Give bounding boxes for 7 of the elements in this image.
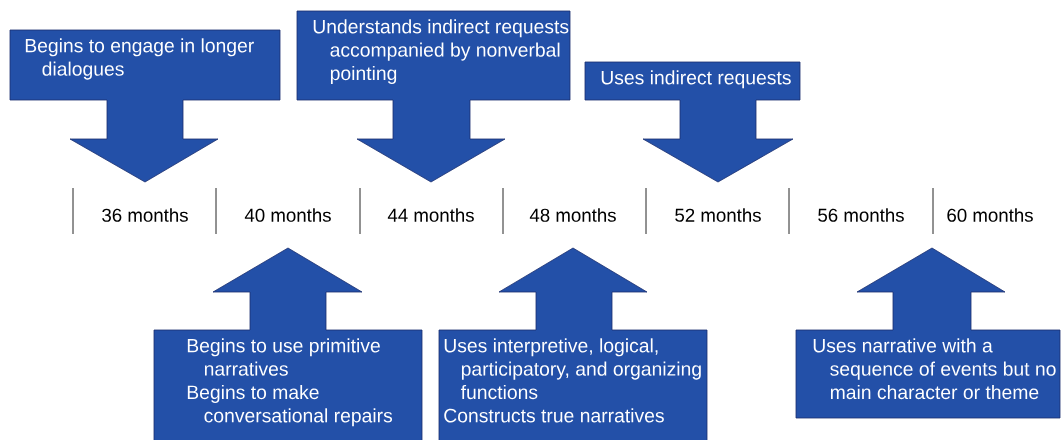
month-label: 36 months — [102, 208, 188, 222]
month-label: 56 months — [818, 208, 904, 222]
month-label: 52 months — [675, 208, 761, 222]
month-label: 60 months — [947, 208, 1033, 222]
month-label: 40 months — [244, 208, 331, 222]
month-label: 44 months — [387, 208, 474, 222]
month-label: 48 months — [529, 208, 616, 222]
